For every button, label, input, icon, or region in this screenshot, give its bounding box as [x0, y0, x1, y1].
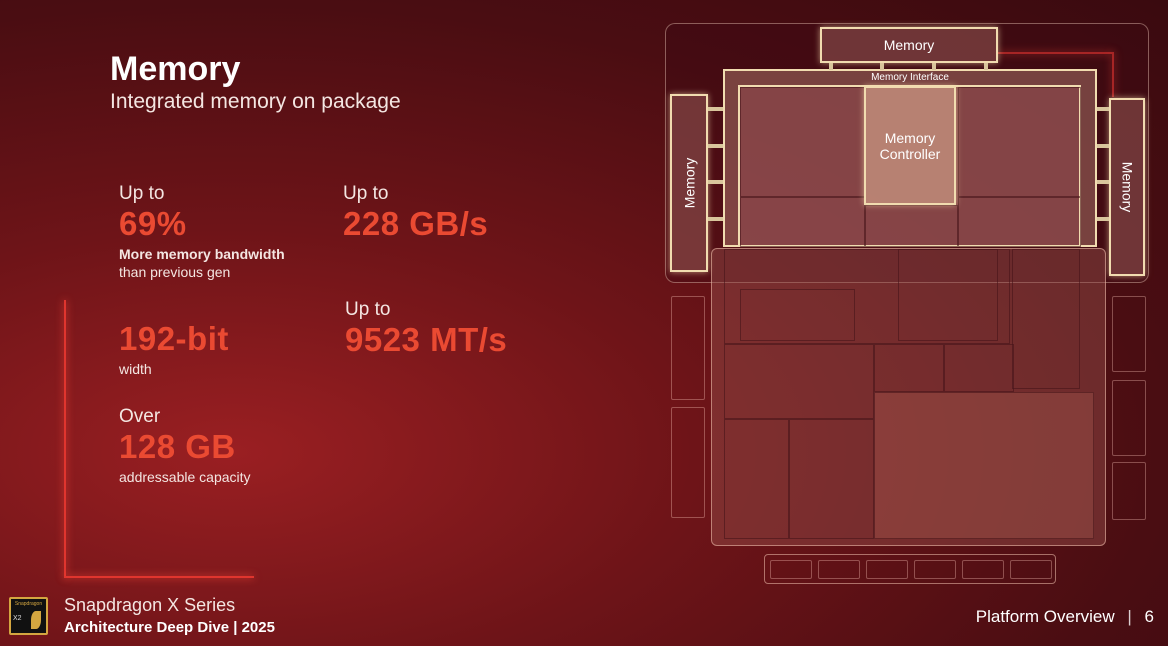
page-number: 6	[1144, 607, 1154, 626]
footer-series: Snapdragon X Series	[64, 595, 236, 615]
stat-transfer-rate: Up to 9523 MT/s	[345, 299, 507, 359]
separator: |	[1127, 607, 1132, 626]
section-label: Platform Overview	[975, 607, 1115, 626]
stat-prefix: Up to	[345, 299, 391, 320]
footer-page: Platform Overview | 6	[976, 607, 1154, 627]
memory-top-label: Memory	[883, 37, 935, 53]
page-subtitle: Integrated memory on package	[110, 90, 401, 113]
stat-desc: More memory bandwidth	[119, 246, 285, 262]
stat-desc: width	[119, 361, 152, 377]
accent-line-diagram-v	[1112, 52, 1114, 97]
stat-prefix: Up to	[343, 183, 389, 204]
stat-value: 9523 MT/s	[345, 321, 508, 358]
stat-value: 192-bit	[119, 320, 229, 357]
soc-die	[711, 248, 1106, 546]
memory-left: Memory	[670, 94, 708, 272]
io-pads	[764, 554, 1056, 584]
page-title: Memory	[110, 50, 241, 88]
snapdragon-logo: Snapdragon X2	[9, 597, 48, 635]
footer-event: Architecture Deep Dive | 2025	[64, 619, 275, 636]
accent-line-vertical	[64, 300, 66, 578]
memory-right: Memory	[1109, 98, 1145, 276]
memory-interface-label: Memory Interface	[871, 72, 949, 83]
memory-top: Memory	[820, 27, 998, 63]
stat-value: 128 GB	[119, 428, 236, 465]
memory-controller-label: Memory	[884, 129, 936, 146]
accent-line-diagram	[998, 52, 1113, 54]
stat-prefix: Over	[119, 406, 161, 427]
stat-desc: addressable capacity	[119, 469, 251, 485]
accent-line-horizontal	[64, 576, 254, 578]
stat-value: 228 GB/s	[343, 205, 489, 242]
stat-bandwidth: Up to 228 GB/s	[343, 183, 488, 243]
stat-desc-2: than previous gen	[119, 264, 231, 280]
stat-bandwidth-percent: Up to 69% More memory bandwidth than pre…	[119, 183, 285, 281]
memory-left-label: Memory	[681, 157, 697, 209]
memory-controller-label-2: Controller	[879, 145, 941, 162]
stat-bus-width: 192-bit width	[119, 320, 229, 378]
stat-capacity: Over 128 GB addressable capacity	[119, 406, 251, 486]
memory-right-label: Memory	[1119, 161, 1135, 213]
stat-prefix: Up to	[119, 183, 165, 204]
stat-value: 69%	[119, 205, 187, 242]
